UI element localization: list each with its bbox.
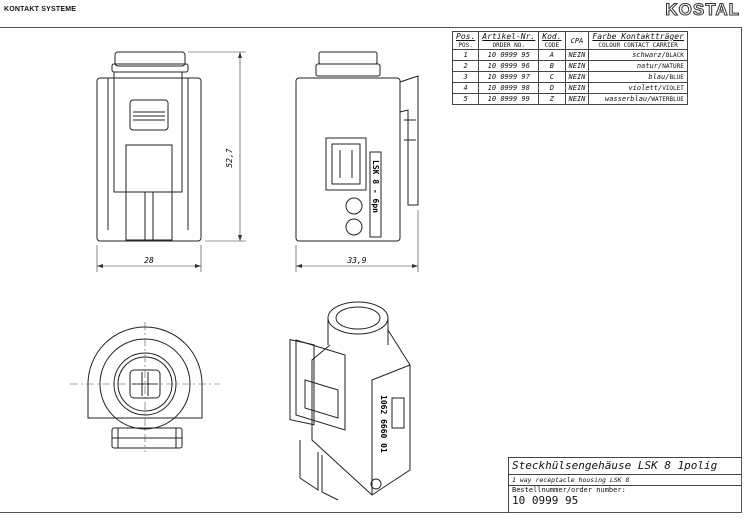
row-order: 10 0999 98 [478, 82, 540, 94]
color-en: VIOLET [662, 85, 684, 92]
header-code-en: CODE [538, 41, 566, 50]
header-order-en: ORDER NO. [478, 41, 540, 50]
side-view [295, 51, 419, 242]
row-pos: 5 [451, 93, 480, 105]
color-en: NATURE [662, 63, 684, 70]
row-order: 10 0999 97 [478, 71, 540, 83]
title-block: Steckhülsengehäuse LSK 8 1polig 1 way re… [508, 457, 742, 513]
color-en: BLUE [669, 74, 684, 81]
row-code: D [538, 82, 566, 94]
table-row: 4 10 0999 98 D NEIN violett/VIOLET [451, 82, 688, 94]
header-color: Farbe Kontaktträger [588, 31, 688, 41]
part-name-en: 1 way receptacle housing LSK 8 [509, 475, 742, 486]
part-name-de: Steckhülsengehäuse LSK 8 1polig [509, 458, 742, 475]
header-order: Artikel-Nr. [478, 31, 540, 41]
row-cpa: NEIN [564, 71, 590, 83]
dimension-width-front: 28 [144, 256, 154, 265]
row-cpa: NEIN [564, 82, 590, 94]
header-cpa: CPA [564, 31, 590, 50]
row-color: violett/VIOLET [588, 82, 688, 94]
row-pos: 3 [451, 71, 480, 83]
color-en: BLACK [665, 52, 684, 59]
row-color: schwarz/BLACK [588, 49, 688, 61]
table-row: 2 10 0999 96 B NEIN natur/NATURE [451, 60, 688, 72]
row-code: B [538, 60, 566, 72]
row-color: wasserblau/WATERBLUE [588, 93, 688, 105]
row-pos: 1 [451, 49, 480, 61]
row-code: C [538, 71, 566, 83]
table-row: 3 10 0999 97 C NEIN blau/BLUE [451, 71, 688, 83]
order-number-label: Bestellnummer/order number: [512, 486, 626, 494]
color-de: natur [636, 62, 658, 70]
color-de: violett [628, 84, 658, 92]
row-cpa: NEIN [564, 49, 590, 61]
order-number: 10 0999 95 [512, 494, 579, 507]
header-pos: Pos. [451, 31, 480, 41]
dimension-width-side: 33,9 [346, 256, 366, 265]
row-color: blau/BLUE [588, 71, 688, 83]
row-order: 10 0999 96 [478, 60, 540, 72]
dimension-height: 52,7 [225, 148, 234, 167]
color-de: schwarz [632, 51, 662, 59]
row-order: 10 0999 95 [478, 49, 540, 61]
drawing-frame [0, 27, 742, 513]
row-order: 10 0999 99 [478, 93, 540, 105]
color-de: wasserblau [605, 95, 648, 103]
header-color-en: COLOUR CONTACT CARRIER [588, 41, 688, 50]
parts-table: Pos. Artikel-Nr. Kod. CPA Farbe Kontaktt… [451, 31, 688, 105]
brand-label: KONTAKT SYSTEME [4, 6, 77, 13]
front-view [96, 51, 202, 242]
color-en: WATERBLUE [651, 96, 684, 103]
table-row: 1 10 0999 95 A NEIN schwarz/BLACK [451, 49, 688, 61]
table-row: 5 10 0999 99 Z NEIN wasserblau/WATERBLUE [451, 93, 688, 105]
kostal-logo: KOSTAL [665, 0, 740, 20]
row-cpa: NEIN [564, 60, 590, 72]
iso-housing-label: 1062 6660 01 [379, 395, 388, 453]
row-code: Z [538, 93, 566, 105]
row-code: A [538, 49, 566, 61]
color-de: blau [648, 73, 666, 81]
header-pos-en: POS. [451, 41, 480, 50]
row-pos: 2 [451, 60, 480, 72]
header-code: Kod. [538, 31, 566, 41]
row-color: natur/NATURE [588, 60, 688, 72]
isometric-view [289, 301, 411, 501]
row-pos: 4 [451, 82, 480, 94]
side-housing-label: LSK 8 - 6pn [371, 160, 380, 213]
row-cpa: NEIN [564, 93, 590, 105]
